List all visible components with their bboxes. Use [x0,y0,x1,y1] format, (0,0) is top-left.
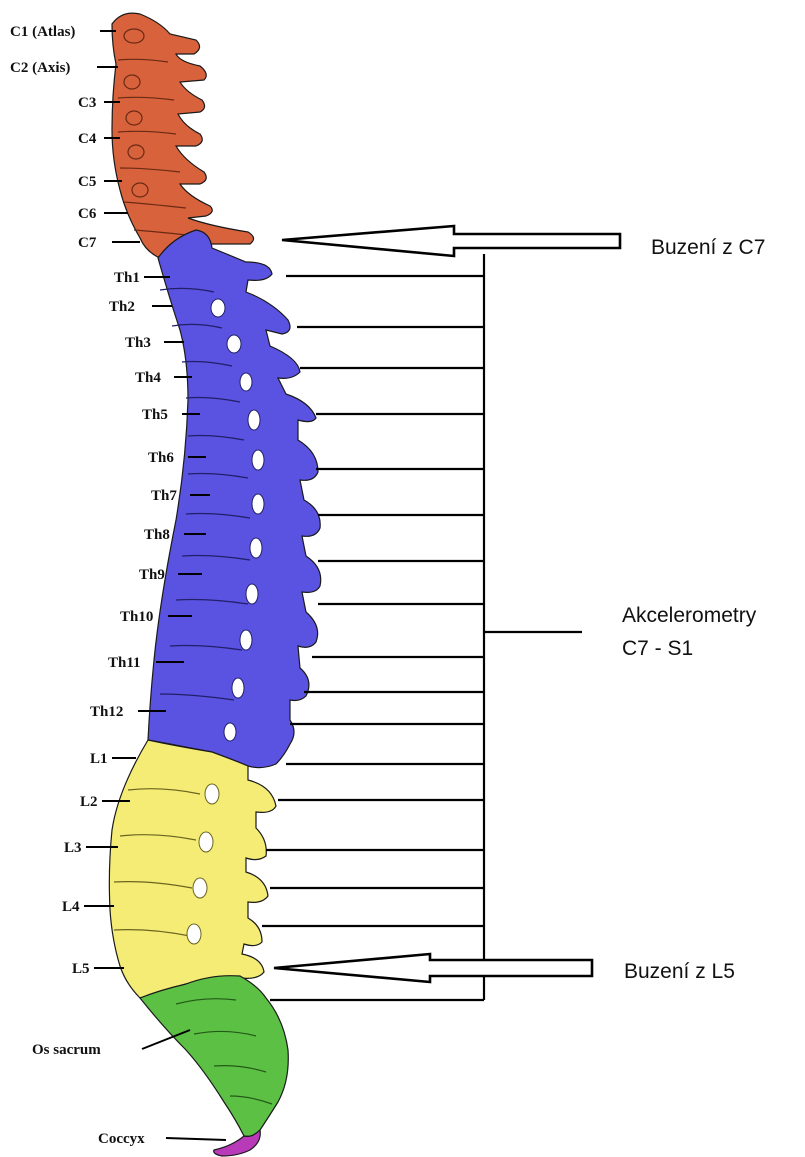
label-l3: L3 [64,840,82,856]
accelerometers-range-label: C7 - S1 [622,637,693,660]
label-th5: Th5 [142,407,168,423]
label-l4: L4 [62,899,80,915]
lumbar-region [109,740,276,998]
intervertebral-foramen [187,924,201,944]
intervertebral-foramen [193,878,207,898]
accelerometers-label: Akcelerometry [622,604,757,627]
label-c2: C2 (Axis) [10,60,70,76]
excitation-arrow-c7 [282,226,620,256]
cervical-region [112,13,254,258]
intervertebral-foramen [240,630,252,650]
intervertebral-foramen [252,450,264,470]
label-th2: Th2 [109,299,135,315]
sacrum-shape [140,976,288,1137]
intervertebral-foramen [199,832,213,852]
label-c4: C4 [78,131,97,147]
intervertebral-foramen [227,335,241,353]
label-th4: Th4 [135,370,161,386]
intervertebral-foramen [248,410,260,430]
label-c7: C7 [78,235,97,251]
excitation-arrow-l5 [274,954,592,982]
intervertebral-foramen [250,538,262,558]
label-th9: Th9 [139,567,165,583]
cervical-vertebrae-shape [112,13,254,258]
label-c1: C1 (Atlas) [10,24,75,40]
intervertebral-foramen [224,723,236,741]
label-c6: C6 [78,206,97,222]
label-c5: C5 [78,174,96,190]
intervertebral-foramen [246,584,258,604]
label-th10: Th10 [120,609,153,625]
label-th7: Th7 [151,488,177,504]
intervertebral-foramen [252,494,264,514]
intervertebral-foramen [205,784,219,804]
excitation-c7-label: Buzení z C7 [651,236,765,259]
lumbar-vertebrae-shape [109,740,276,998]
intervertebral-foramen [211,299,225,317]
label-th8: Th8 [144,527,170,543]
label-l5: L5 [72,961,90,977]
intervertebral-foramen [240,373,252,391]
label-th1: Th1 [114,270,140,286]
label-th11: Th11 [108,655,141,671]
label-th6: Th6 [148,450,174,466]
leader-coccyx [166,1138,226,1140]
label-os-sacrum: Os sacrum [32,1042,101,1058]
spine-illustration [109,13,320,1156]
label-l1: L1 [90,751,108,767]
label-l2: L2 [80,794,98,810]
label-th3: Th3 [125,335,151,351]
intervertebral-foramen [232,678,244,698]
label-th12: Th12 [90,704,123,720]
label-coccyx: Coccyx [98,1131,145,1147]
excitation-l5-label: Buzení z L5 [624,960,735,983]
label-c3: C3 [78,95,96,111]
